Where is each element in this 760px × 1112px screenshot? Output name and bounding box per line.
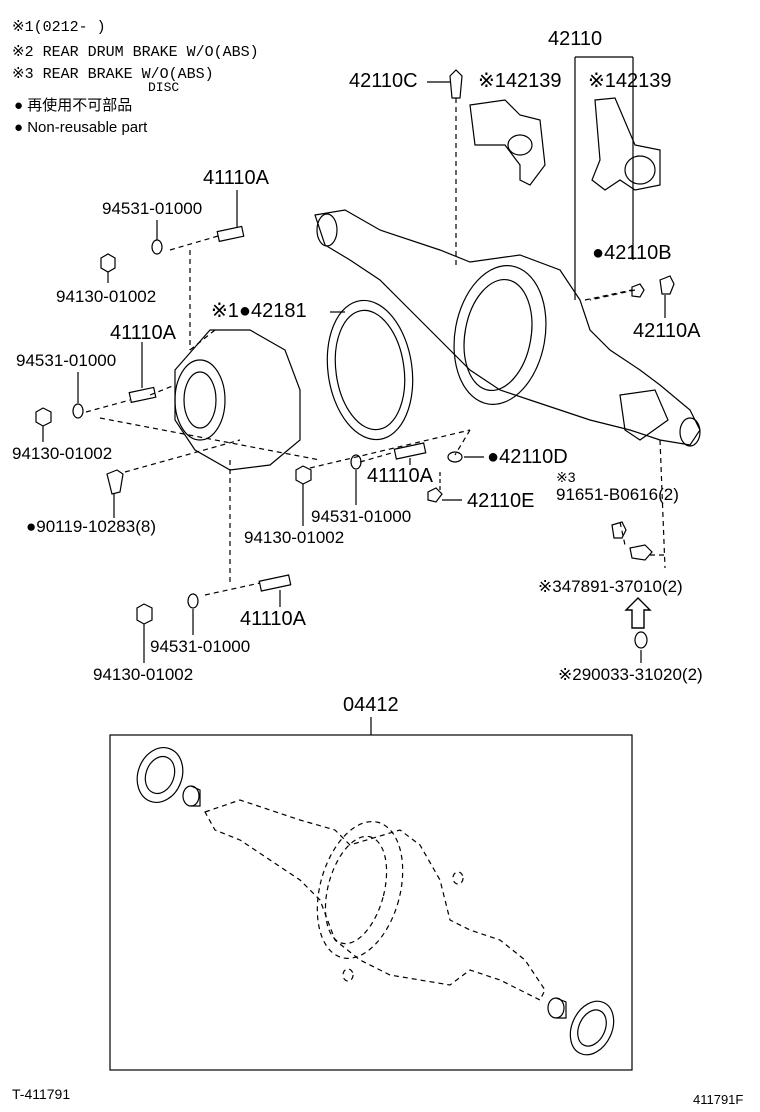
breather-42110C (449, 69, 463, 99)
part-90119[interactable]: ●90119-10283(8) (26, 517, 156, 536)
part-94130-top[interactable]: 94130-01002 (56, 287, 157, 306)
part-94531-top[interactable]: 94531-01000 (102, 199, 203, 218)
note-ref-3: ※3 (556, 469, 576, 485)
part-42110E[interactable]: 42110E (467, 490, 535, 512)
grommet-90033 (634, 631, 648, 649)
nut-94130-mid (35, 407, 52, 427)
kit-axle-housing (204, 799, 546, 1001)
kit-bushing-left (182, 785, 201, 807)
part-42110C[interactable]: 42110C (349, 70, 418, 92)
part-42110B[interactable]: ●42110B (592, 242, 672, 264)
part-41110A-top[interactable]: 41110A (203, 167, 269, 189)
legend-en: ● Non-reusable part (14, 119, 148, 136)
stud-41110A-top (216, 225, 245, 243)
part-94531-low[interactable]: 94531-01000 (150, 637, 251, 656)
bracket-42139-right (591, 97, 661, 191)
part-90033[interactable]: ※290033-31020(2) (558, 665, 703, 684)
kit-gasket-left (136, 747, 184, 803)
part-94130-low[interactable]: 94130-01002 (93, 665, 194, 684)
bolt-90119 (106, 469, 124, 495)
part-04412[interactable]: 04412 (343, 694, 399, 716)
note-3: ※3 REAR BRAKE W/O(ABS) (12, 66, 214, 83)
part-47891[interactable]: ※347891-37010(2) (538, 577, 683, 596)
kit-box-04412 (109, 734, 633, 1071)
stud-41110A-center (393, 442, 427, 460)
nut-94130-center (295, 465, 312, 485)
bolt-42110A-right (659, 275, 675, 295)
part-42110D[interactable]: ●42110D (487, 446, 568, 468)
axle-housing-42110 (314, 209, 701, 447)
kit-bushing-right (547, 997, 567, 1019)
part-94130-mid[interactable]: 94130-01002 (12, 444, 113, 463)
differential-carrier (174, 329, 301, 471)
nut-94130-top (100, 253, 116, 273)
bracket-42139-left (469, 99, 546, 186)
part-91651[interactable]: 91651-B0616(2) (556, 485, 679, 504)
stud-41110A-mid (128, 386, 157, 404)
washer-42110D (447, 451, 463, 463)
part-94531-mid[interactable]: 94531-01000 (16, 351, 117, 370)
washer-94531-top (151, 239, 163, 255)
note-3-disc: DISC (148, 80, 180, 95)
part-42181[interactable]: ※1●42181 (211, 300, 307, 322)
legend-jp: ● 再使用不可部品 (14, 97, 133, 114)
washer-94531-low (187, 593, 199, 609)
washer-94531-center (350, 454, 362, 470)
part-42139-right[interactable]: ※142139 (588, 70, 672, 92)
washer-94531-mid (72, 403, 84, 419)
bolt-42110B (631, 283, 645, 298)
figure-id-right: 411791F (693, 1092, 744, 1107)
plug-42110E (427, 487, 443, 503)
stud-41110A-low (258, 574, 292, 592)
part-42139-left[interactable]: ※142139 (478, 70, 562, 92)
figure-id-left: T-411791 (12, 1086, 71, 1102)
note-1: ※1(0212- ) (12, 19, 106, 36)
gasket-42181 (326, 299, 414, 441)
part-94130-center[interactable]: 94130-01002 (244, 528, 345, 547)
part-94531-center[interactable]: 94531-01000 (311, 507, 412, 526)
part-42110[interactable]: 42110 (548, 28, 603, 50)
part-41110A-mid[interactable]: 41110A (110, 322, 176, 344)
part-41110A-low[interactable]: 41110A (240, 608, 306, 630)
nut-94130-low (136, 603, 153, 625)
sensor-47891 (629, 544, 653, 561)
up-arrow-icon (624, 597, 652, 629)
part-42110A-right[interactable]: 42110A (633, 320, 701, 342)
bolt-91651 (611, 521, 627, 539)
kit-gasket-right (569, 1000, 615, 1056)
note-2: ※2 REAR DRUM BRAKE W/O(ABS) (12, 44, 259, 61)
part-41110A-center[interactable]: 41110A (367, 465, 433, 487)
